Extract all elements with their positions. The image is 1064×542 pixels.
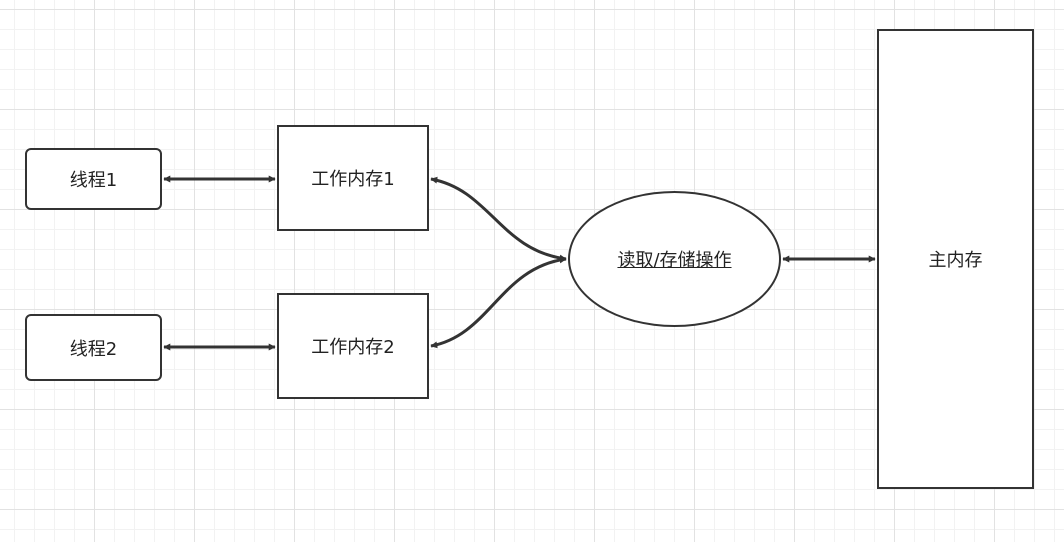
main-memory-label: 主内存: [928, 250, 983, 271]
edge-working-memory2-operation: [430, 256, 567, 349]
operation-label: 读取/存储操作: [617, 250, 732, 271]
working-memory2-node[interactable]: 工作内存2: [277, 293, 429, 399]
working-memory1-label: 工作内存1: [311, 169, 395, 190]
working-memory2-label: 工作内存2: [311, 337, 395, 358]
main-memory-node[interactable]: 主内存: [877, 29, 1034, 489]
edge-working-memory1-operation: [430, 176, 567, 262]
working-memory1-node[interactable]: 工作内存1: [277, 125, 429, 231]
thread1-node[interactable]: 线程1: [25, 148, 162, 210]
thread1-label: 线程1: [69, 170, 118, 191]
operation-node[interactable]: 读取/存储操作: [568, 191, 781, 327]
thread2-label: 线程2: [69, 338, 118, 360]
thread2-node[interactable]: 线程2: [25, 314, 162, 381]
